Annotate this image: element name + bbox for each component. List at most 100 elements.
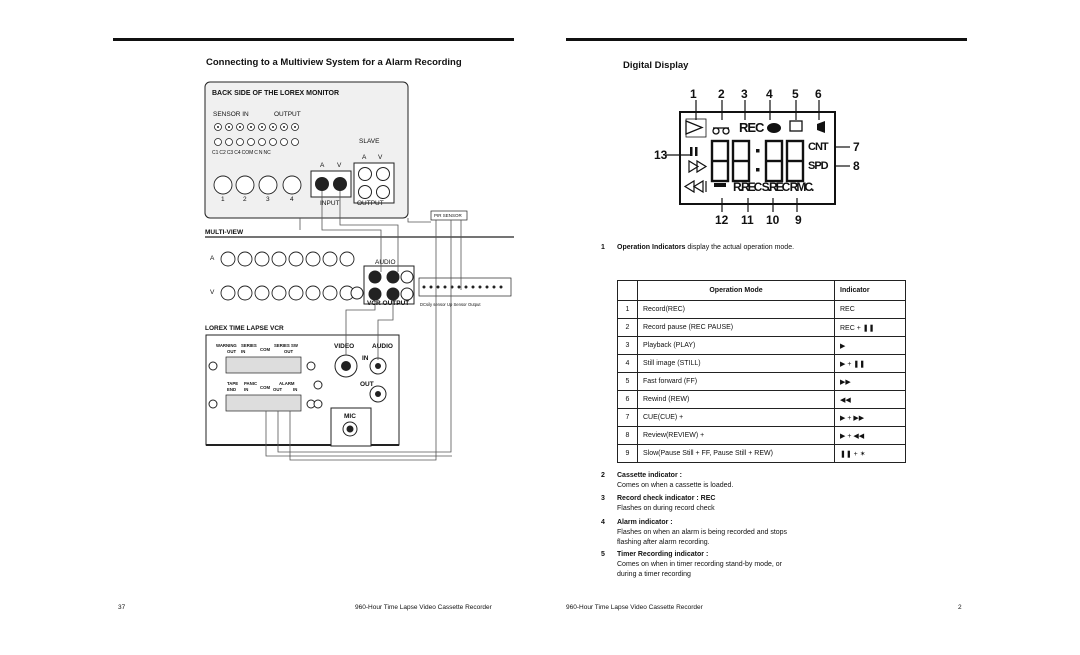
vcr-tape-end: TAPE END bbox=[227, 381, 239, 392]
port-num-2: 2 bbox=[243, 196, 247, 203]
row-number: 3 bbox=[617, 336, 638, 355]
item-line: Flashes on during record check bbox=[617, 505, 715, 512]
sensor-label: NC bbox=[263, 150, 271, 156]
row-mode: Playback (PLAY) bbox=[637, 336, 835, 355]
wiring-diagram bbox=[204, 81, 514, 461]
row-number: 4 bbox=[617, 354, 638, 373]
callout-9: 9 bbox=[795, 213, 802, 227]
input-label: INPUT bbox=[320, 200, 340, 207]
vcr-title: LOREX TIME LAPSE VCR bbox=[205, 325, 284, 332]
table-header-indicator: Indicator bbox=[834, 280, 906, 301]
right-heading: Digital Display bbox=[623, 60, 689, 71]
pir-sensor-label: PIR SENSOR bbox=[434, 213, 462, 218]
row-number: 5 bbox=[617, 372, 638, 391]
row-mode: CUE(CUE) + bbox=[637, 408, 835, 427]
vcr-com: COM bbox=[260, 347, 271, 352]
vcr-video-label: VIDEO bbox=[334, 343, 355, 350]
left-footer-title: 960-Hour Time Lapse Video Cassette Recor… bbox=[355, 604, 492, 611]
row-number: 1 bbox=[617, 300, 638, 319]
port-num-4: 4 bbox=[290, 196, 294, 203]
row-indicator: REC bbox=[834, 300, 906, 319]
sensor-terminal-labels: C1 C2 C3 C4 COM C N NC bbox=[212, 150, 312, 156]
sensor-label: C1 bbox=[212, 150, 219, 156]
vcr-mic-label: MIC bbox=[344, 413, 356, 420]
left-footer-page: 37 bbox=[118, 604, 126, 611]
sensor-label: COM bbox=[241, 150, 254, 156]
item-line: Flashes on when an alarm is being record… bbox=[617, 529, 788, 536]
item-title: Alarm indicator : bbox=[617, 519, 673, 526]
callout-4: 4 bbox=[766, 87, 773, 101]
table-header-blank bbox=[617, 280, 638, 301]
row-number: 7 bbox=[617, 408, 638, 427]
table-header-mode: Operation Mode bbox=[637, 280, 835, 301]
vcr-warning: WARNING bbox=[216, 343, 237, 348]
row-mode: Slow(Pause Still + FF, Pause Still + REW… bbox=[637, 444, 835, 463]
item-title: Timer Recording indicator : bbox=[617, 551, 709, 558]
row-number: 9 bbox=[617, 444, 638, 463]
callout-10: 10 bbox=[766, 213, 780, 227]
vcr-series-sw: SERIES SW bbox=[274, 343, 298, 348]
vcr-panic-in: PANIC IN bbox=[244, 381, 258, 392]
vcr-alarm-out: OUT bbox=[273, 387, 283, 392]
display-bottom-text: R.REC S.REC RMC. bbox=[733, 180, 814, 194]
sensor-in-label: SENSOR IN bbox=[213, 111, 249, 118]
row-indicator: ▶ + ▶▶ bbox=[834, 408, 906, 427]
row-indicator: REC + ❚❚ bbox=[834, 318, 906, 337]
item-title: Cassette indicator : bbox=[617, 472, 682, 479]
row-indicator: ◀◀ bbox=[834, 390, 906, 409]
right-top-rule bbox=[566, 38, 967, 41]
vcr-warning-out: OUT bbox=[227, 349, 237, 354]
vcr-output-label: VCR OUTPUT bbox=[367, 300, 410, 307]
vcr-alarm: ALARM bbox=[279, 381, 295, 386]
callout-13: 13 bbox=[654, 148, 668, 162]
row-mode: Rewind (REW) bbox=[637, 390, 835, 409]
row-number: 8 bbox=[617, 426, 638, 445]
display-spd: SPD bbox=[808, 160, 829, 172]
item-line: Comes on when a cassette is loaded. bbox=[617, 482, 734, 489]
callout-2: 2 bbox=[718, 87, 725, 101]
row-number: 6 bbox=[617, 390, 638, 409]
callout-1: 1 bbox=[690, 87, 697, 101]
row-indicator: ▶▶ bbox=[834, 372, 906, 391]
port-num-3: 3 bbox=[266, 196, 270, 203]
sensor-label: N bbox=[258, 150, 263, 156]
item-line: Comes on when in timer recording stand-b… bbox=[617, 561, 782, 568]
callout-11: 11 bbox=[741, 213, 754, 227]
row-mode: Review(REVIEW) + bbox=[637, 426, 835, 445]
multiview-audio-label: AUDIO bbox=[375, 259, 396, 266]
callout-5: 5 bbox=[792, 87, 799, 101]
left-top-rule bbox=[113, 38, 514, 41]
display-cnt: CNT bbox=[808, 141, 829, 153]
sensor-label: C3 bbox=[226, 150, 234, 156]
left-heading: Connecting to a Multiview System for a A… bbox=[206, 57, 462, 68]
callout-8: 8 bbox=[853, 159, 860, 173]
vcr-audio-label: AUDIO bbox=[372, 343, 393, 350]
row-mode: Fast forward (FF) bbox=[637, 372, 835, 391]
slave-a-label: A bbox=[362, 154, 367, 161]
monitor-title: BACK SIDE OF THE LOREX MONITOR bbox=[212, 90, 340, 97]
input-v-label: V bbox=[337, 162, 342, 169]
row-number: 2 bbox=[617, 318, 638, 337]
row-indicator: ▶ + ◀◀ bbox=[834, 426, 906, 445]
intro-rest: display the actual operation mode. bbox=[685, 244, 795, 251]
item-number: 2 bbox=[601, 472, 605, 479]
item-line: during a timer recording bbox=[617, 571, 691, 578]
item-number: 3 bbox=[601, 495, 605, 502]
input-a-label: A bbox=[320, 162, 325, 169]
multiview-a-label: A bbox=[210, 255, 215, 262]
intro-number: 1 bbox=[601, 244, 605, 251]
sensor-label: C bbox=[254, 150, 258, 156]
table-header-row: Operation Mode Indicator bbox=[617, 280, 906, 301]
sensor-label: C4 bbox=[234, 150, 241, 156]
callout-12: 12 bbox=[715, 213, 729, 227]
digital-display-diagram bbox=[666, 100, 850, 212]
item-number: 4 bbox=[601, 519, 605, 526]
